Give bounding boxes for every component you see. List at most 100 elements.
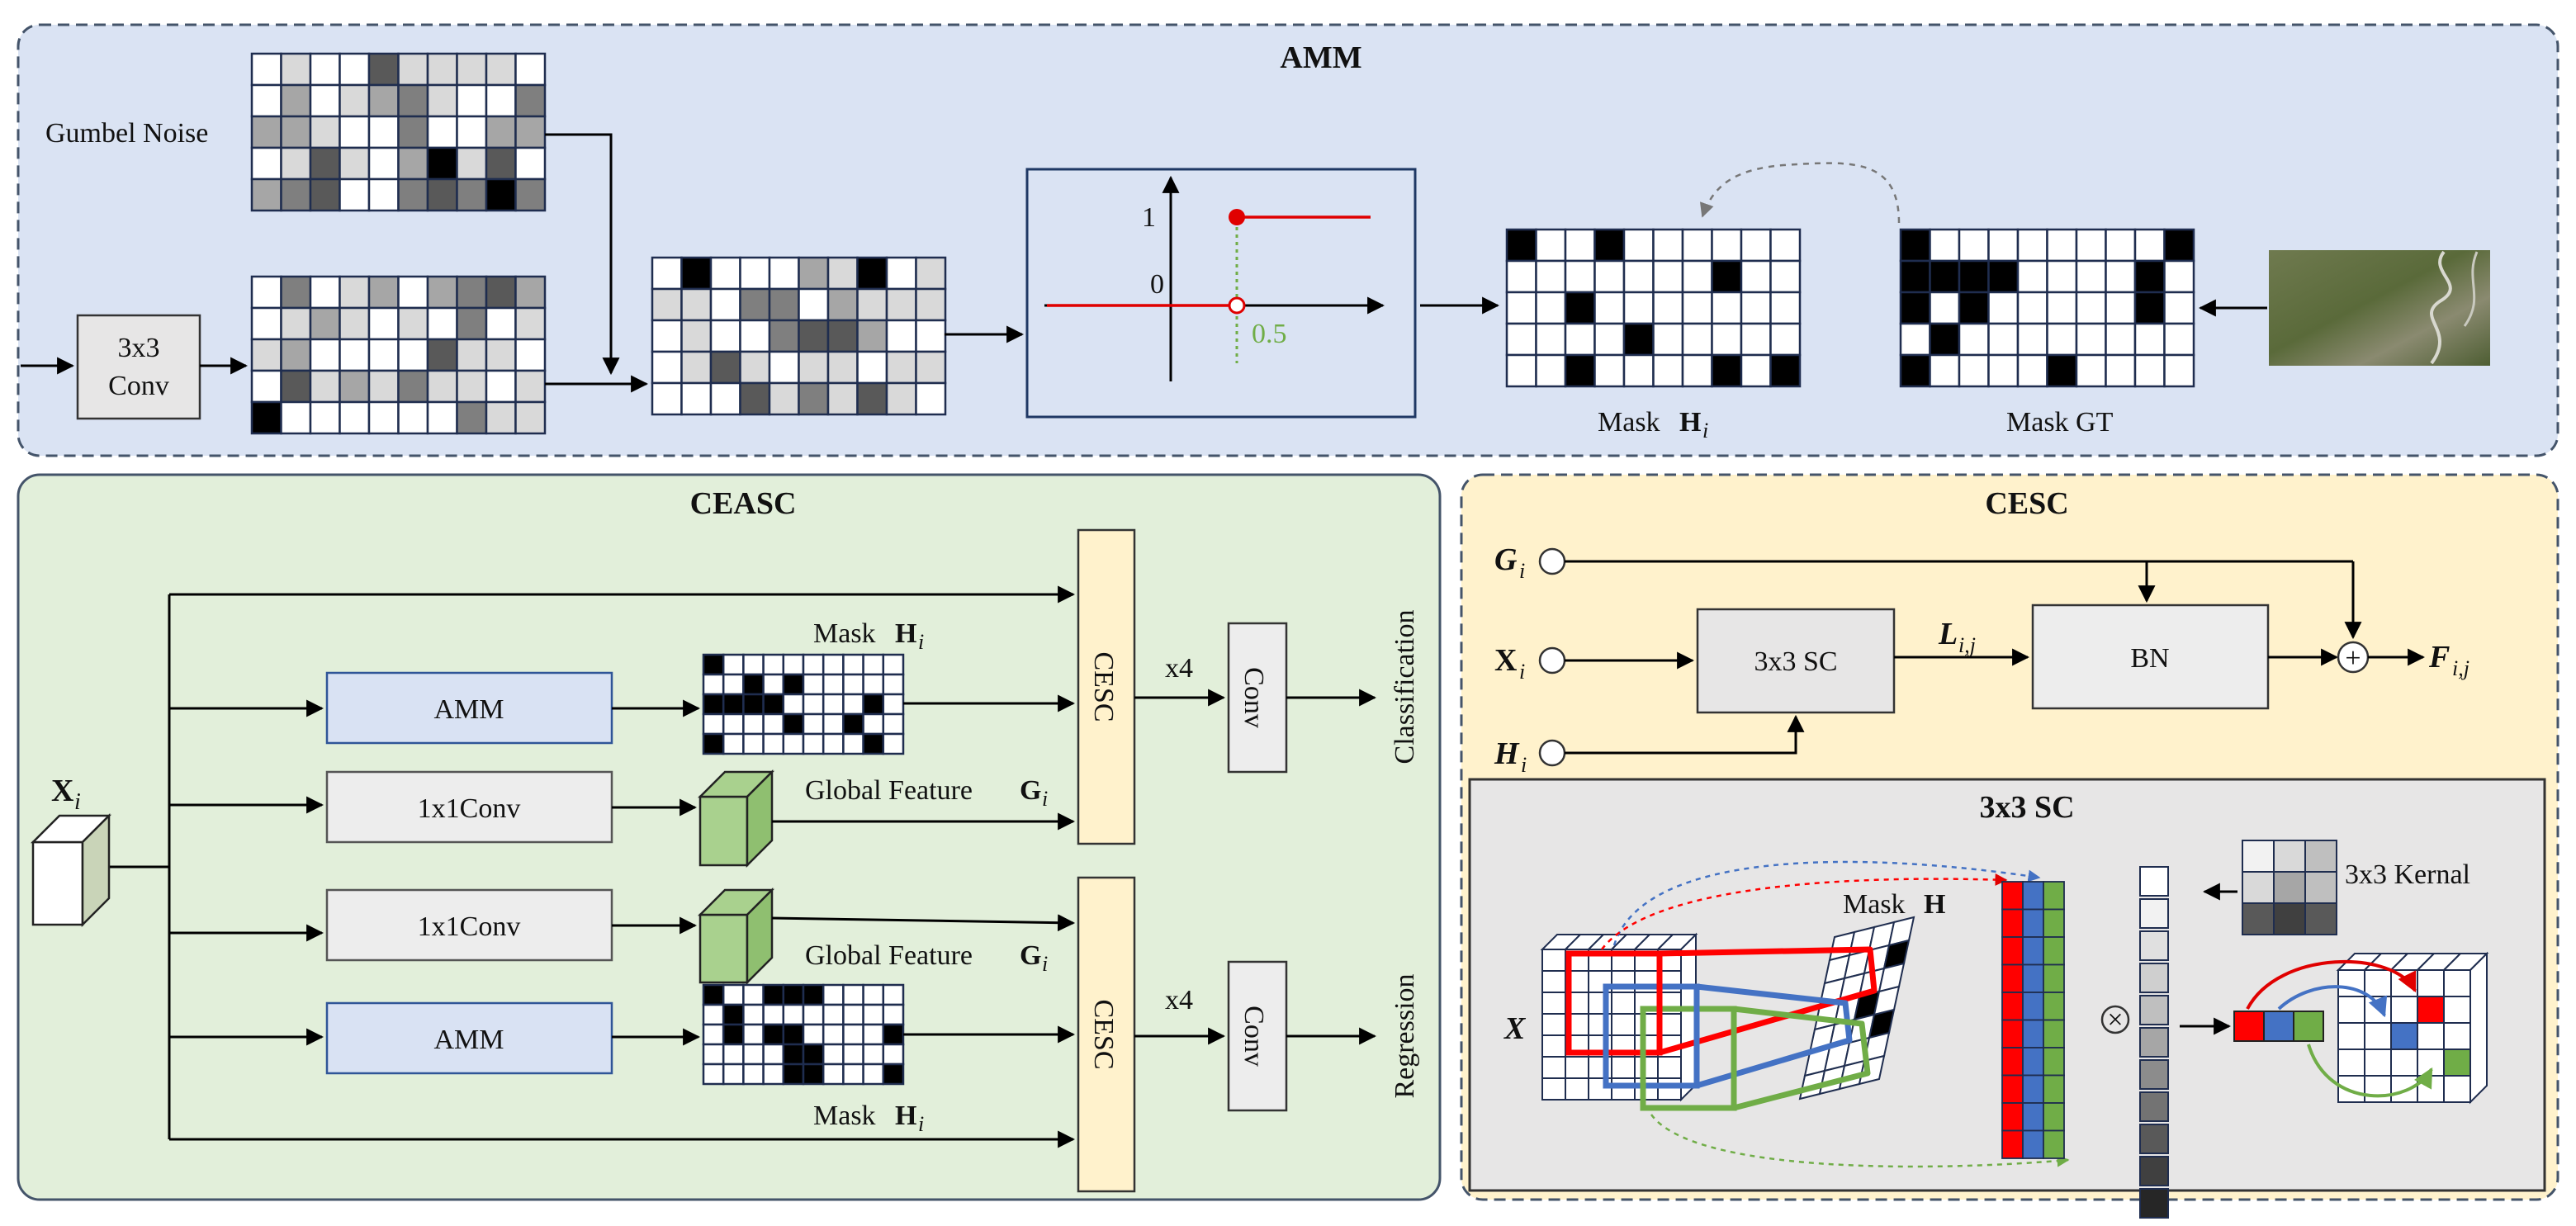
gumbel-cell (339, 83, 371, 118)
gumbel-noise-label: Gumbel Noise (45, 118, 208, 149)
mask-gt-cell (2075, 291, 2107, 325)
mask-h-cell (1622, 322, 1655, 357)
conv-out-cell (367, 400, 400, 435)
gumbel-cell (514, 178, 547, 212)
noisy-cell (768, 381, 800, 416)
sc-x-cell (1541, 949, 1566, 972)
sc-box (1696, 608, 1896, 714)
mask-gt-cell (2075, 322, 2107, 357)
ceasc-mask-bottom-cell (842, 1043, 864, 1066)
weight-cell (2139, 898, 2169, 929)
projection-green (1731, 1006, 1871, 1111)
sc-x-cell (1611, 1056, 1636, 1079)
mask-h-cell (1740, 322, 1772, 357)
noisy-cell (739, 350, 771, 385)
sum-node-plus: + (2345, 643, 2361, 674)
noisy-cell (709, 256, 741, 291)
noisy-cell (798, 319, 830, 353)
gumbel-cell (426, 115, 458, 149)
kernel-cell (2242, 871, 2275, 904)
ceasc-mask-top-cell (742, 673, 765, 696)
ceasc-mask-bottom-cell (802, 1003, 825, 1026)
conv-out-cell (250, 400, 282, 435)
noisy-cell (798, 381, 830, 416)
mask-h-cell (1740, 228, 1772, 263)
kernel-3x3 (2242, 840, 2337, 935)
mask-h-cell (1652, 259, 1684, 294)
mask-h-cell (1652, 228, 1684, 263)
mask-gt-cell (2163, 228, 2195, 263)
mask-gt-cell (2163, 291, 2195, 325)
im2col-cell (2043, 1047, 2065, 1077)
mask-gt-cell (2016, 259, 2048, 294)
amm-title: AMM (1280, 40, 1361, 75)
cesc-block-top (1077, 528, 1136, 845)
im2col-cell (2043, 1129, 2065, 1159)
ceasc-mask-top-cell (762, 673, 785, 696)
noisy-cell (885, 256, 917, 291)
ceasc-mask-top-cell (862, 712, 885, 736)
ceasc-mask-bottom-cell (822, 1063, 845, 1086)
gumbel-cell (514, 146, 547, 181)
output-cell (2443, 1075, 2471, 1103)
noisy-cell (826, 256, 859, 291)
mask-h-cell (1564, 228, 1596, 263)
output-cell (2364, 1022, 2392, 1050)
conv-out-cell (426, 338, 458, 372)
sc-x-cell (1657, 1056, 1682, 1079)
amm-box-top-label: AMM (433, 694, 504, 725)
ceasc-mask-bottom-cell (782, 1063, 805, 1086)
mask-gt-grid (1899, 228, 2195, 388)
im2col-cell (2022, 1019, 2044, 1048)
mask-h-cell (1711, 291, 1743, 325)
noisy-cell (739, 287, 771, 322)
sc-mask-word: Mask (1843, 889, 1906, 920)
conv3x3-line2: Conv (108, 371, 169, 401)
ceasc-mask-top-cell (722, 693, 745, 716)
mask-h-cell (1505, 228, 1537, 263)
repeat-bottom-label: x4 (1165, 985, 1193, 1015)
im2col-cell (2043, 936, 2065, 966)
output-cell (2337, 1022, 2365, 1050)
aerial-road (2430, 250, 2452, 365)
ceasc-mask-bottom-cell (802, 1063, 825, 1086)
gumbel-cell (485, 146, 517, 181)
kernel-cell (2304, 840, 2337, 873)
ceasc-mask-top-cell (842, 673, 864, 696)
mask-h-cell (1564, 322, 1596, 357)
mask-h-cell (1622, 259, 1655, 294)
ceasc-mask-bottom-cell (742, 1043, 765, 1066)
mask-gt-cell (1929, 291, 1961, 325)
im2col-cell (2001, 1074, 2024, 1104)
conv1x1-box-bottom-label: 1x1Conv (418, 911, 521, 942)
ceasc-mask-top-cell (862, 673, 885, 696)
cesc-x-subscript: i (1519, 660, 1525, 684)
ceasc-mask-bottom-cell (702, 1063, 725, 1086)
mask-h-cell (1769, 322, 1802, 357)
noisy-cell (739, 381, 771, 416)
mask-gt-cell (2105, 228, 2137, 263)
conv-out-cell (514, 338, 547, 372)
gumbel-cell (280, 146, 312, 181)
ceasc-mask-bottom-symbol: H (895, 1101, 916, 1131)
gumbel-cell (367, 146, 400, 181)
amm-box-bottom-label: AMM (433, 1025, 504, 1055)
im2col-cell (2001, 992, 2024, 1021)
mask-gt-cell (2046, 322, 2078, 357)
im2col-cell (2043, 908, 2065, 938)
weight-cell (2139, 930, 2169, 961)
conv-out-cell (367, 275, 400, 310)
global-feature-top-subscript: i (1042, 787, 1048, 811)
gumbel-cell (397, 146, 429, 181)
gumbel-cell (280, 83, 312, 118)
im2col-cell (2001, 1019, 2024, 1048)
noisy-cell (709, 287, 741, 322)
projection-blue (1693, 983, 1853, 1089)
sc-box-label: 3x3 SC (1754, 646, 1837, 677)
output-cell (2364, 969, 2392, 997)
ceasc-mask-top-cell (882, 653, 905, 676)
cesc-block-bottom-label: CESC (1088, 999, 1119, 1069)
output-cell (2443, 969, 2471, 997)
ceasc-mask-top-cell (762, 693, 785, 716)
output-cell (2417, 969, 2445, 997)
